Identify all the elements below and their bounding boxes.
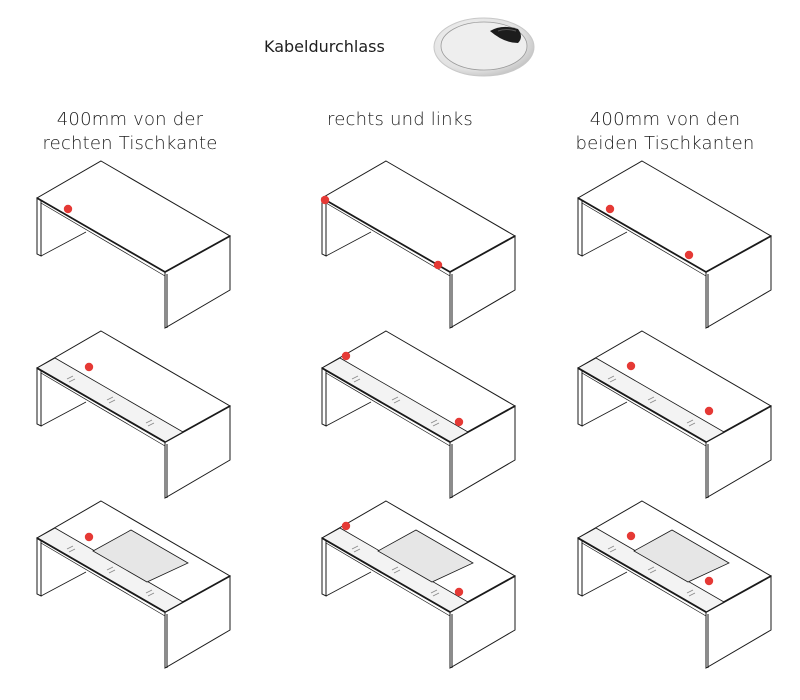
desk-r2-c3 [577,330,772,499]
desk-r3-c3 [577,500,772,669]
grommet-label: Kabeldurchlass [264,37,385,56]
desk-r2-c1 [36,330,231,499]
column-2-title: rechts und links [290,108,510,132]
column-1-title: 400mm von der rechten Tischkante [20,108,240,156]
desk-r1-c2 [320,160,516,329]
cable-hole-marker [63,204,73,214]
column-2-title-line1: rechts und links [327,109,473,130]
cable-grommet-icon [433,17,535,77]
column-3-title-line1: 400mm von den [589,109,741,130]
desk-r1-c3 [577,160,772,329]
desk-r1-c1 [36,160,231,329]
desk-r2-c2 [321,330,516,499]
column-3-title-line2: beiden Tischkanten [575,133,755,154]
column-1-title-line2: rechten Tischkante [42,133,218,154]
desk-r3-c2 [321,500,516,669]
column-3-title: 400mm von den beiden Tischkanten [555,108,775,156]
desk-r3-c1 [36,500,231,669]
column-1-title-line1: 400mm von der [56,109,204,130]
